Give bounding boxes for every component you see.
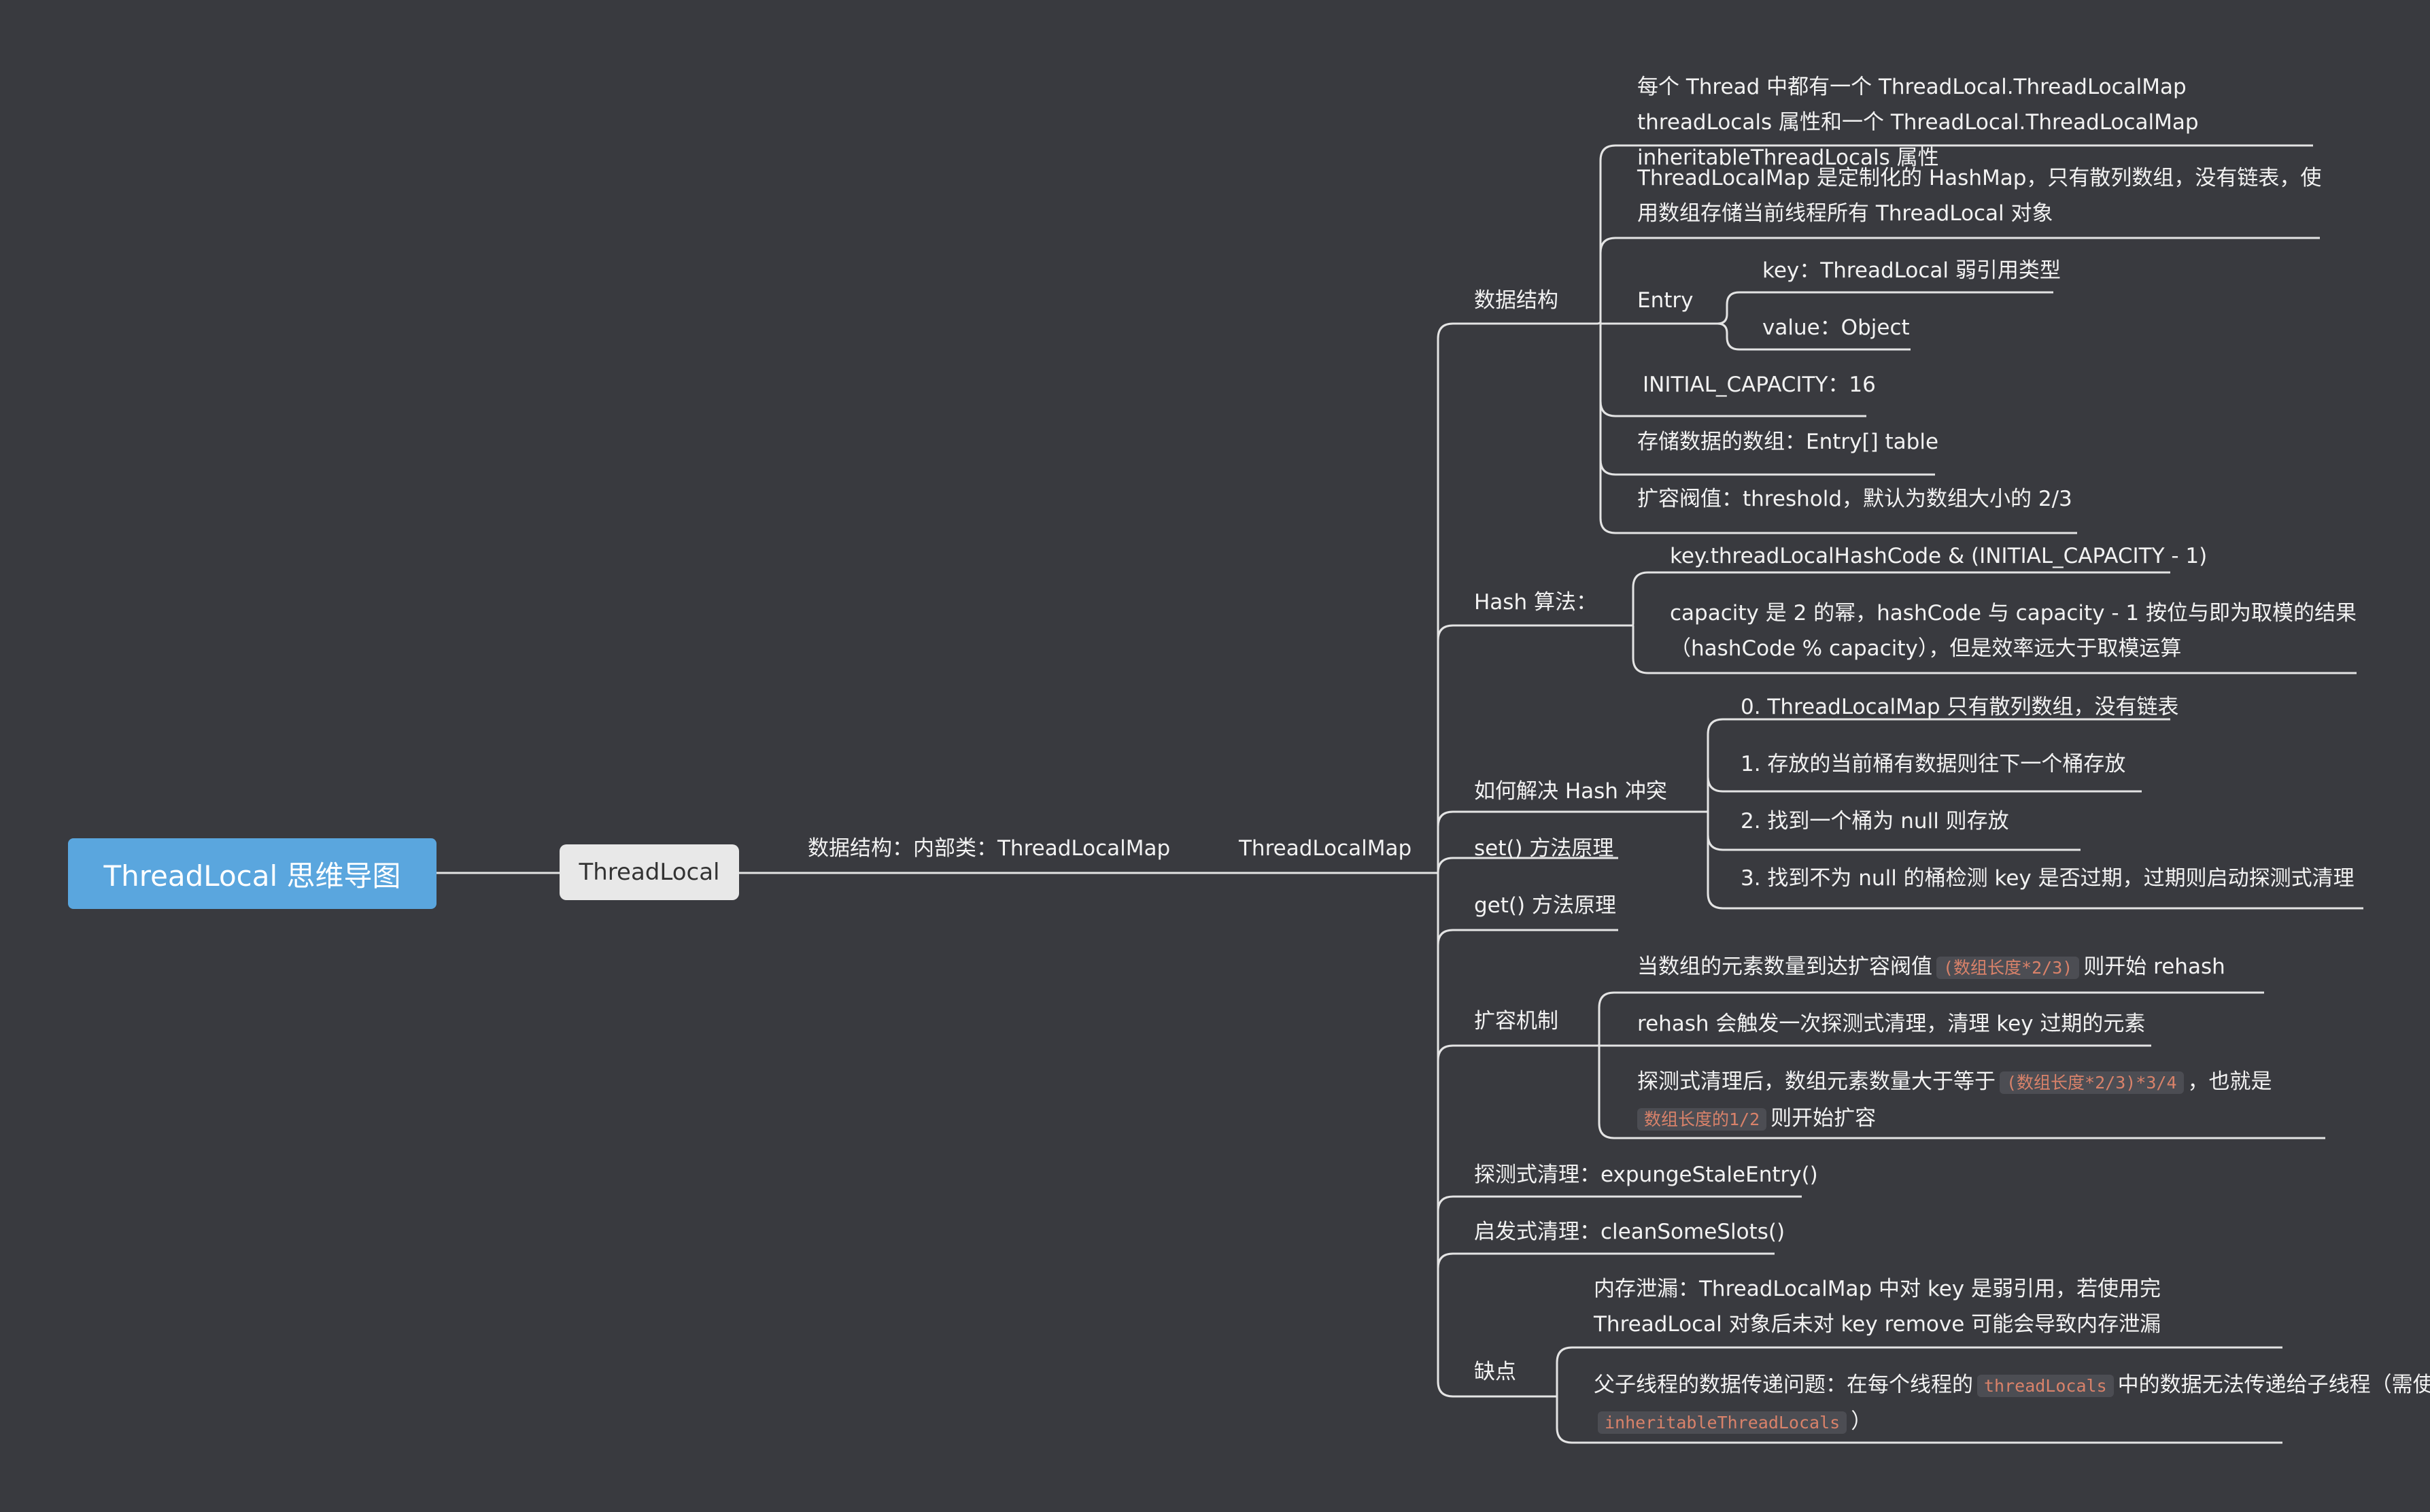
hash-formula-node[interactable]: key.threadLocalHashCode & (INITIAL_CAPAC… xyxy=(1670,544,2208,568)
table-node[interactable]: 存储数据的数组：Entry[] table xyxy=(1637,430,1939,454)
parent-child-text: 父子线程的数据传递问题：在每个线程的 xyxy=(1594,1373,1973,1397)
inner-class-label: 数据结构：内部类：ThreadLocalMap xyxy=(808,836,1171,861)
connector-spine xyxy=(1437,322,1454,873)
data-structure-node[interactable]: 数据结构 xyxy=(1474,288,1558,313)
resize-item-1-text: 当数组的元素数量到达扩容阀值 xyxy=(1637,955,1932,979)
code-span: threadLocals xyxy=(1977,1375,2114,1397)
parent-child-text: 中的数据无法传递给子线程（需使用 xyxy=(2117,1373,2430,1397)
collision-item[interactable]: 2. 找到一个桶为 null 则存放 xyxy=(1741,809,2009,834)
resize-node[interactable]: 扩容机制 xyxy=(1474,1009,1558,1033)
thread-fields-node[interactable]: 每个 Thread 中都有一个 ThreadLocal.ThreadLocalM… xyxy=(1637,75,2199,170)
threadlocal-node[interactable]: ThreadLocal xyxy=(560,844,739,900)
threadlocalmap-node[interactable]: ThreadLocalMap xyxy=(1239,836,1412,861)
collision-node[interactable]: 如何解决 Hash 冲突 xyxy=(1474,779,1667,804)
underline-resize xyxy=(1437,1044,1598,1061)
hash-note-node[interactable]: capacity 是 2 的幂，hashCode 与 capacity - 1 … xyxy=(1670,601,2357,661)
collision-item[interactable]: 3. 找到不为 null 的桶检测 key 是否过期，过期则启动探测式清理 xyxy=(1741,866,2355,891)
code-span: inheritableThreadLocals xyxy=(1598,1411,1847,1434)
resize-item-3-text: ，也就是 xyxy=(2187,1069,2272,1094)
entry-node[interactable]: Entry xyxy=(1637,288,1694,313)
resize-item-2[interactable]: rehash 会触发一次探测式清理，清理 key 过期的元素 xyxy=(1637,1012,2146,1036)
expunge-node[interactable]: 探测式清理：expungeStaleEntry() xyxy=(1474,1163,1818,1187)
initial-capacity-node[interactable]: INITIAL_CAPACITY：16 xyxy=(1643,373,1876,397)
collision-item[interactable]: 0. ThreadLocalMap 只有散列数组，没有链表 xyxy=(1741,695,2179,719)
resize-item-3-text: 则开始扩容 xyxy=(1770,1106,1877,1131)
underline-clean xyxy=(1437,1252,1775,1269)
entry-value-node[interactable]: value：Object xyxy=(1762,315,1910,340)
drawbacks-node[interactable]: 缺点 xyxy=(1474,1360,1516,1384)
root-node[interactable]: ThreadLocal 思维导图 xyxy=(68,838,437,909)
entry-key-node[interactable]: key：ThreadLocal 弱引用类型 xyxy=(1762,258,2061,283)
custom-hashmap-node[interactable]: ThreadLocalMap 是定制化的 HashMap，只有散列数组，没有链表… xyxy=(1637,166,2322,226)
threshold-node[interactable]: 扩容阀值：threshold，默认为数组大小的 2/3 xyxy=(1637,487,2072,511)
underline-get xyxy=(1437,929,1618,946)
underline-hash xyxy=(1437,624,1632,641)
code-span: (数组长度*2/3)*3/4 xyxy=(2000,1071,2184,1094)
get-method-node[interactable]: get() 方法原理 xyxy=(1474,893,1616,918)
code-span: 数组长度的1/2 xyxy=(1637,1108,1767,1131)
resize-item-1[interactable]: 当数组的元素数量到达扩容阀值(数组长度*2/3)则开始 rehash xyxy=(1637,949,2225,986)
clean-node[interactable]: 启发式清理：cleanSomeSlots() xyxy=(1474,1220,1785,1244)
underline-collision xyxy=(1437,810,1707,827)
parent-child-text: ） xyxy=(1851,1409,1872,1434)
parent-child-cont: inheritableThreadLocals） xyxy=(1594,1403,1872,1441)
collision-item[interactable]: 1. 存放的当前桶有数据则往下一个桶存放 xyxy=(1741,752,2126,776)
hash-node[interactable]: Hash 算法： xyxy=(1474,590,1597,615)
memory-leak-node[interactable]: 内存泄漏：ThreadLocalMap 中对 key 是弱引用，若使用完 Thr… xyxy=(1594,1277,2161,1337)
underline-expunge xyxy=(1437,1195,1802,1212)
resize-item-3[interactable]: 探测式清理后，数组元素数量大于等于(数组长度*2/3)*3/4，也就是 xyxy=(1637,1063,2272,1101)
resize-item-3-text: 探测式清理后，数组元素数量大于等于 xyxy=(1637,1069,1996,1094)
code-span: (数组长度*2/3) xyxy=(1936,957,2080,979)
set-method-node[interactable]: set() 方法原理 xyxy=(1474,836,1614,861)
resize-item-1-text: 则开始 rehash xyxy=(2083,955,2225,979)
